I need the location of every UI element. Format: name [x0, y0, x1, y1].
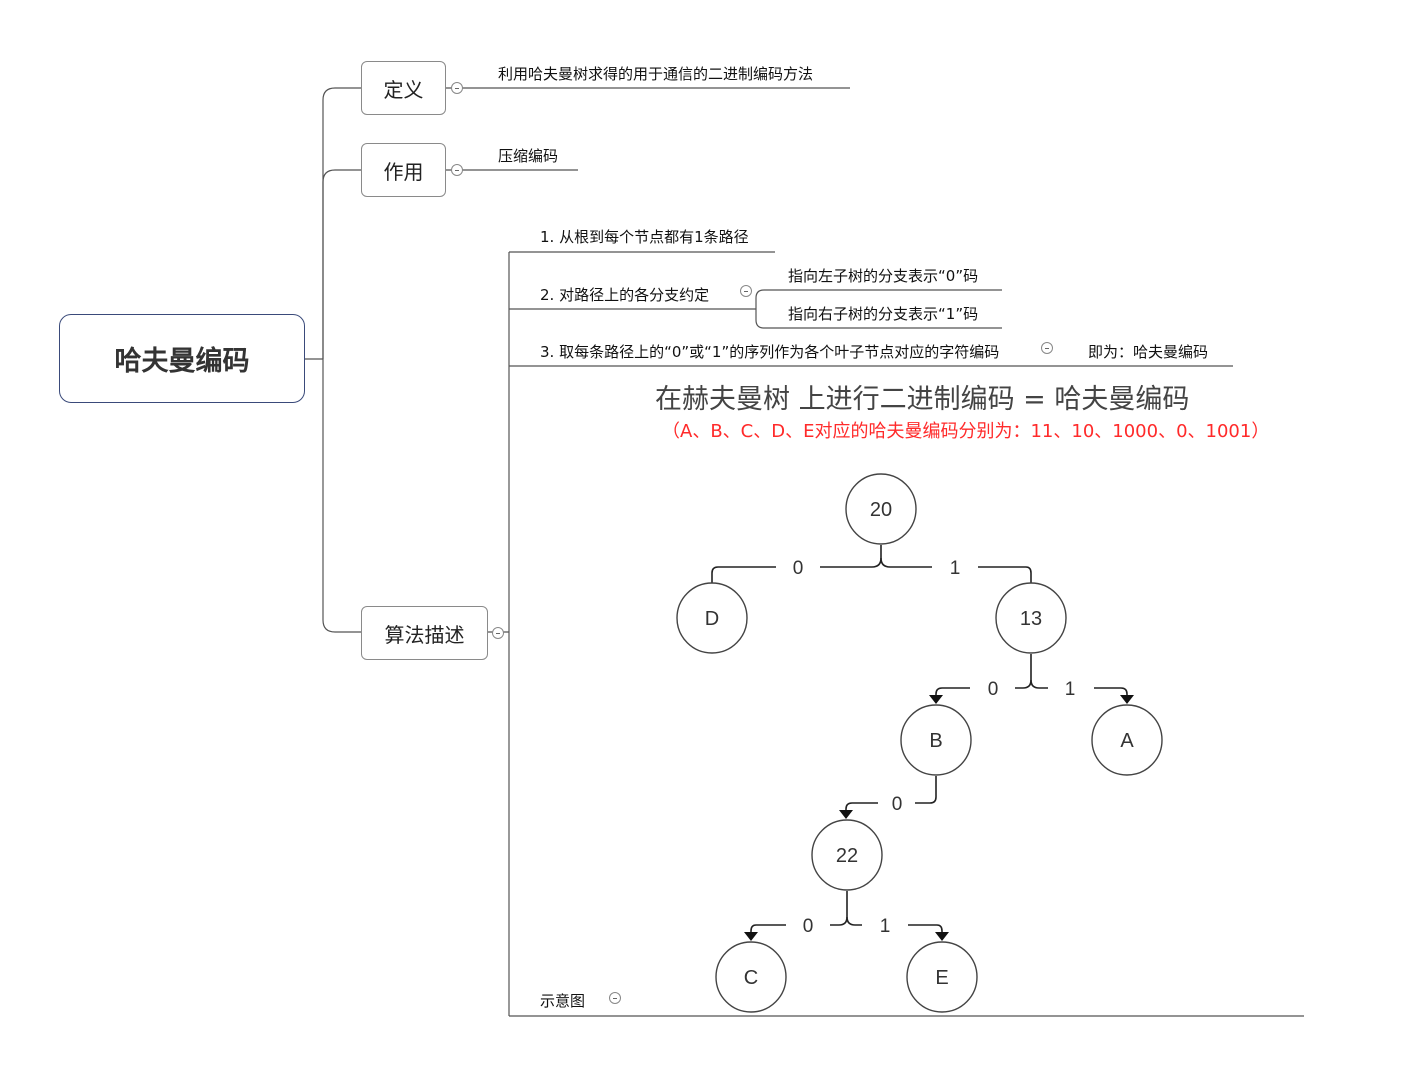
tree-node-22: 22 — [836, 845, 858, 867]
tree-node-e: E — [935, 967, 948, 989]
collapse-purpose-icon[interactable] — [451, 164, 463, 176]
topic-definition[interactable]: 定义 — [361, 61, 446, 115]
tree-node-b: B — [929, 730, 942, 752]
edge-label-13-b: 0 — [988, 679, 999, 700]
topic-purpose[interactable]: 作用 — [361, 143, 446, 197]
root-topic[interactable]: 哈夫曼编码 — [59, 314, 305, 403]
tree-node-20: 20 — [870, 499, 892, 521]
tree-node-d: D — [705, 608, 719, 630]
tree-node-a: A — [1120, 730, 1134, 752]
edge-label-b-22: 0 — [892, 794, 903, 815]
topic-algorithm-label: 算法描述 — [384, 622, 465, 647]
edge-label-22-c: 0 — [803, 916, 814, 937]
figure-label[interactable]: 示意图 — [540, 992, 586, 1010]
tree-node-circle-a — [1091, 704, 1163, 776]
collapse-step-3-icon[interactable] — [1041, 342, 1053, 354]
tree-node-circle-d — [676, 582, 748, 654]
tree-node-circle-22 — [811, 819, 883, 891]
root-topic-label: 哈夫曼编码 — [114, 346, 250, 377]
algorithm-step-3-result[interactable]: 即为：哈夫曼编码 — [1088, 343, 1209, 361]
tree-node-circle-13 — [995, 582, 1067, 654]
collapse-algorithm-icon[interactable] — [492, 627, 504, 639]
algorithm-step-1[interactable]: 1. 从根到每个节点都有1条路径 — [540, 228, 749, 246]
purpose-text[interactable]: 压缩编码 — [498, 147, 559, 165]
figure-title: 在赫夫曼树 上进行二进制编码 = 哈夫曼编码 — [655, 384, 1190, 415]
definition-text[interactable]: 利用哈夫曼树求得的用于通信的二进制编码方法 — [498, 65, 814, 83]
algorithm-step-2[interactable]: 2. 对路径上的各分支约定 — [540, 286, 710, 304]
edge-label-20-13: 1 — [950, 558, 961, 579]
edge-label-13-a: 1 — [1065, 679, 1076, 700]
tree-node-circle-c — [715, 941, 787, 1013]
edge-label-22-e: 1 — [880, 916, 891, 937]
algorithm-step-2-left[interactable]: 指向左子树的分支表示“0”码 — [788, 267, 979, 285]
tree-node-circle-b — [900, 704, 972, 776]
algorithm-step-2-right[interactable]: 指向右子树的分支表示“1”码 — [788, 305, 979, 323]
topic-purpose-label: 作用 — [383, 159, 424, 184]
algorithm-step-3[interactable]: 3. 取每条路径上的“0”或“1”的序列作为各个叶子节点对应的字符编码 — [540, 343, 1000, 361]
edge-label-20-d: 0 — [793, 558, 804, 579]
tree-node-circle-20 — [845, 473, 917, 545]
collapse-definition-icon[interactable] — [451, 82, 463, 94]
collapse-figure-icon[interactable] — [609, 992, 621, 1004]
figure-note: （A、B、C、D、E对应的哈夫曼编码分别为：11、10、1000、0、1001） — [662, 421, 1270, 442]
topic-definition-label: 定义 — [383, 77, 424, 102]
tree-node-circle-e — [906, 941, 978, 1013]
topic-algorithm[interactable]: 算法描述 — [361, 606, 488, 660]
tree-node-c: C — [744, 967, 758, 989]
tree-node-13: 13 — [1020, 608, 1042, 630]
collapse-step-2-icon[interactable] — [740, 285, 752, 297]
